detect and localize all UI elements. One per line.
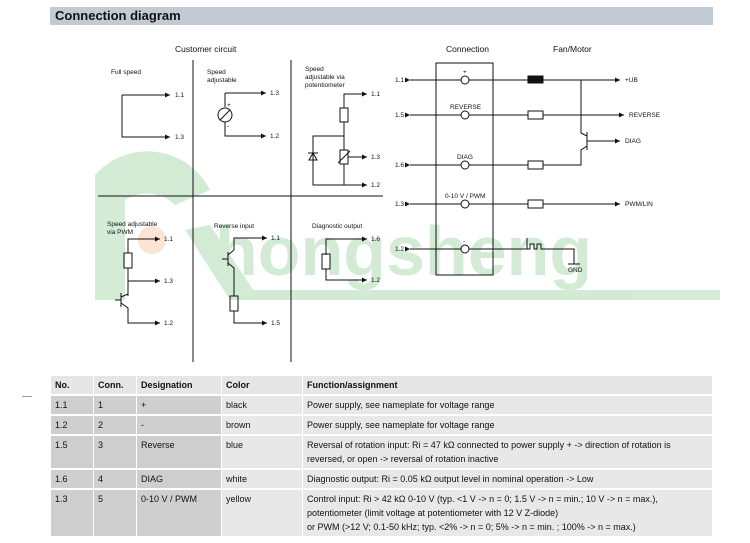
connection-label: + [463,69,467,76]
pin-label: 1.1 [164,236,173,243]
cell-designation: - [137,416,221,434]
header-function: Function/assignment [303,376,712,394]
connection-label: 0-10 V / PWM [445,193,485,200]
cell-color: yellow [222,490,302,536]
cell-conn: 3 [94,436,136,468]
cell-conn: 5 [94,490,136,536]
cell-function: Control input: Ri > 42 kΩ 0-10 V (typ. <… [303,490,712,536]
pin-label: 1.1 [371,91,380,98]
plus-sign: + [227,102,231,109]
pin-label: 1.3 [371,154,380,161]
cell-function: Reversal of rotation input: Ri = 47 kΩ c… [303,436,712,468]
table-row: 1.3 5 0-10 V / PWM yellow Control input:… [51,490,712,536]
cell-function: Power supply, see nameplate for voltage … [303,396,712,414]
fan-motor-title: Fan/Motor [553,44,592,54]
cell-conn: 1 [94,396,136,414]
pwm-title: Speed adjustable [107,221,158,228]
cell-designation: + [137,396,221,414]
cell-no: 1.3 [51,490,93,536]
cell-conn: 4 [94,470,136,488]
function-line: reversed, or open -> reversal of rotatio… [307,454,499,464]
connection-pin: 1.5 [395,112,404,119]
potentiometer-title-2: adjustable via [305,74,345,81]
table-row: 1.5 3 Reverse blue Reversal of rotation … [51,436,712,468]
cell-function: Power supply, see nameplate for voltage … [303,416,712,434]
pin-label: 1.1 [175,92,184,99]
connection-label: DIAG [457,154,473,161]
pin-label: 1.2 [164,320,173,327]
cell-designation: Reverse [137,436,221,468]
header-color: Color [222,376,302,394]
pin-label: 1.3 [164,278,173,285]
function-line: potentiometer (limit voltage at potentio… [307,508,559,518]
table-header-row: No. Conn. Designation Color Function/ass… [51,376,712,394]
reverse-input-title: Reverse input [214,223,254,230]
pin-assignment-table: No. Conn. Designation Color Function/ass… [50,374,713,538]
connection-diagram: hongsheng [95,44,720,362]
function-line: Reversal of rotation input: Ri = 47 kΩ c… [307,440,671,450]
connection-pin: 1.1 [395,77,404,84]
fan-output-label: +UB [625,77,638,84]
pin-label: 1.1 [271,235,280,242]
fan-output-label: REVERSE [629,112,661,119]
connection-label: - [463,238,465,245]
table-row: 1.1 1 + black Power supply, see nameplat… [51,396,712,414]
section-title-bar: Connection diagram [50,7,713,25]
customer-circuit-title: Customer circuit [175,44,237,54]
diagnostic-output-title: Diagnostic output [312,223,362,230]
cell-no: 1.2 [51,416,93,434]
pin-label: 1.2 [371,277,380,284]
fan-output-label: DIAG [625,138,641,145]
pin-label: 1.2 [371,182,380,189]
cell-color: blue [222,436,302,468]
stray-dash [22,396,32,397]
speed-adjustable-title-2: adjustable [207,77,237,84]
cell-designation: 0-10 V / PWM [137,490,221,536]
table-row: 1.6 4 DIAG white Diagnostic output: Ri =… [51,470,712,488]
header-designation: Designation [137,376,221,394]
fan-output-label: GND [568,267,583,274]
fan-output-label: PWM/LIN [625,201,653,208]
table-row: 1.2 2 - brown Power supply, see nameplat… [51,416,712,434]
pin-label: 1.3 [175,134,184,141]
pin-label: 1.2 [270,133,279,140]
watermark: hongsheng [95,151,720,300]
function-line: Control input: Ri > 42 kΩ 0-10 V (typ. <… [307,494,658,504]
connection-pin: 1.6 [395,162,404,169]
full-speed-title: Full speed [111,69,141,76]
minus-sign: - [227,123,229,130]
cell-color: black [222,396,302,414]
cell-no: 1.1 [51,396,93,414]
pin-label: 1.5 [271,320,280,327]
section-title: Connection diagram [55,8,181,23]
potentiometer-title-3: potentiometer [305,82,346,89]
connection-pin: 1.2 [395,246,404,253]
cell-no: 1.6 [51,470,93,488]
header-no: No. [51,376,93,394]
cell-conn: 2 [94,416,136,434]
pin-label: 1.3 [270,90,279,97]
watermark-text: hongsheng [215,212,592,290]
function-line: or PWM (>12 V; 0.1-50 kHz; typ. <2% -> n… [307,522,636,532]
cell-no: 1.5 [51,436,93,468]
speed-adjustable-title: Speed [207,69,226,76]
cell-function: Diagnostic output: Ri = 0.05 kΩ output l… [303,470,712,488]
connection-pin: 1.3 [395,201,404,208]
potentiometer-title: Speed [305,66,324,73]
cell-color: brown [222,416,302,434]
cell-designation: DIAG [137,470,221,488]
pwm-title-2: via PWM [107,229,133,236]
pin-label: 1.6 [371,236,380,243]
cell-color: white [222,470,302,488]
header-conn: Conn. [94,376,136,394]
connection-label: REVERSE [450,104,482,111]
connection-title: Connection [446,44,489,54]
